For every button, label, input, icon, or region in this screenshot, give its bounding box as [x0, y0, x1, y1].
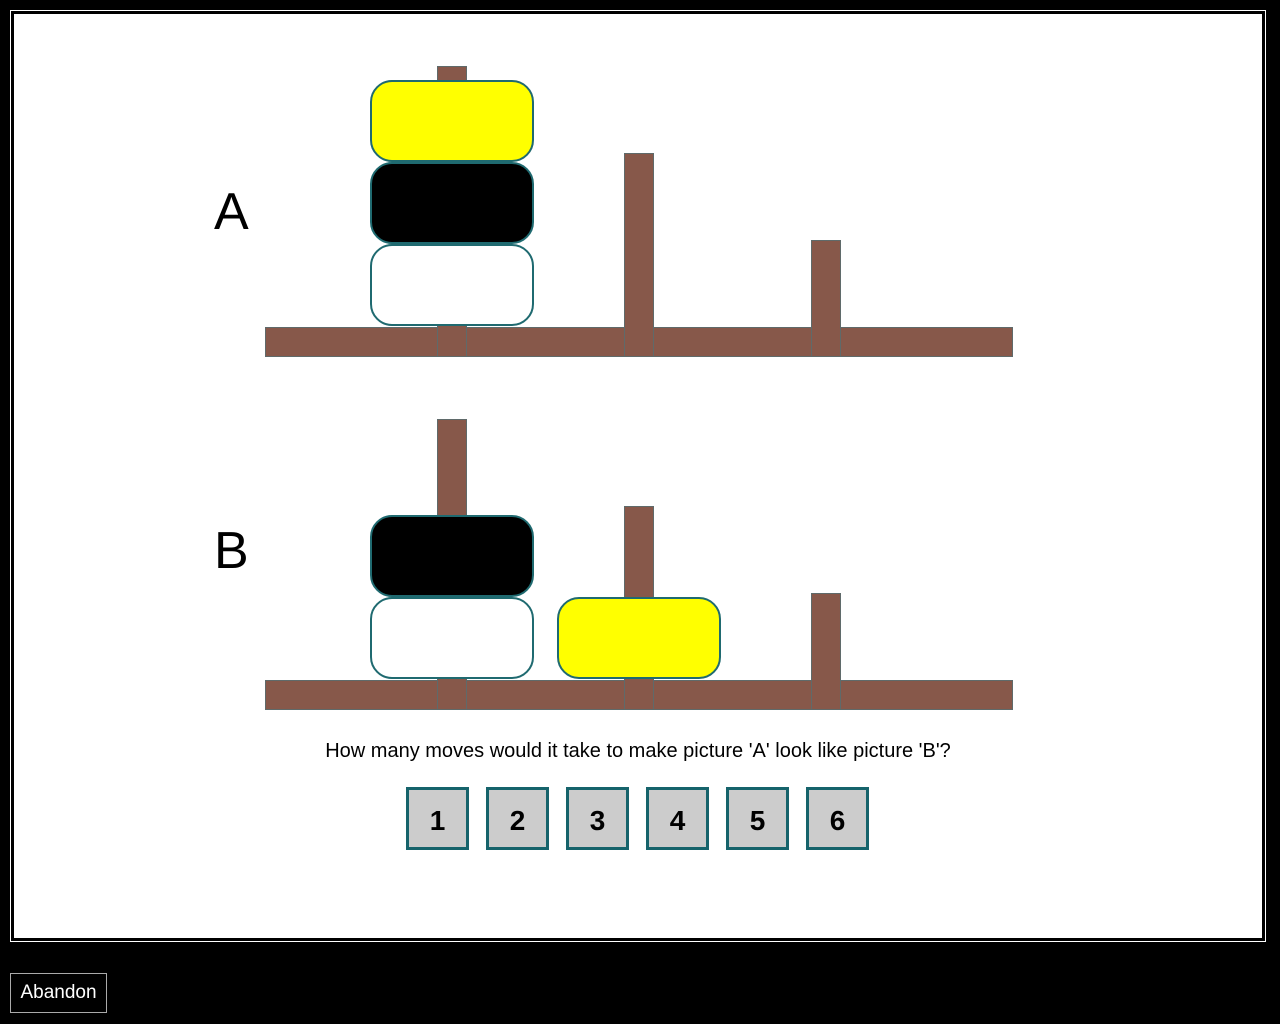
- answer-button-3[interactable]: 3: [566, 787, 629, 850]
- picture-a-disc-black: [370, 162, 534, 244]
- answer-button-4[interactable]: 4: [646, 787, 709, 850]
- picture-b-peg-3: [811, 593, 841, 710]
- picture-a-disc-yellow: [370, 80, 534, 162]
- answer-button-2[interactable]: 2: [486, 787, 549, 850]
- picture-a-disc-white: [370, 244, 534, 326]
- picture-a-label: A: [214, 183, 249, 241]
- puzzle-panel: A B: [14, 14, 1262, 938]
- picture-b-disc-white: [370, 597, 534, 679]
- answer-button-6[interactable]: 6: [806, 787, 869, 850]
- picture-b-label: B: [214, 522, 249, 580]
- picture-b-disc-yellow: [557, 597, 721, 679]
- answer-button-1[interactable]: 1: [406, 787, 469, 850]
- question-text: How many moves would it take to make pic…: [325, 740, 951, 762]
- picture-a-peg-2: [624, 153, 654, 357]
- abandon-button[interactable]: Abandon: [10, 973, 107, 1013]
- picture-b-disc-black: [370, 515, 534, 597]
- picture-a-peg-3: [811, 240, 841, 357]
- answer-button-5[interactable]: 5: [726, 787, 789, 850]
- puzzle-stage: A B: [10, 10, 1266, 942]
